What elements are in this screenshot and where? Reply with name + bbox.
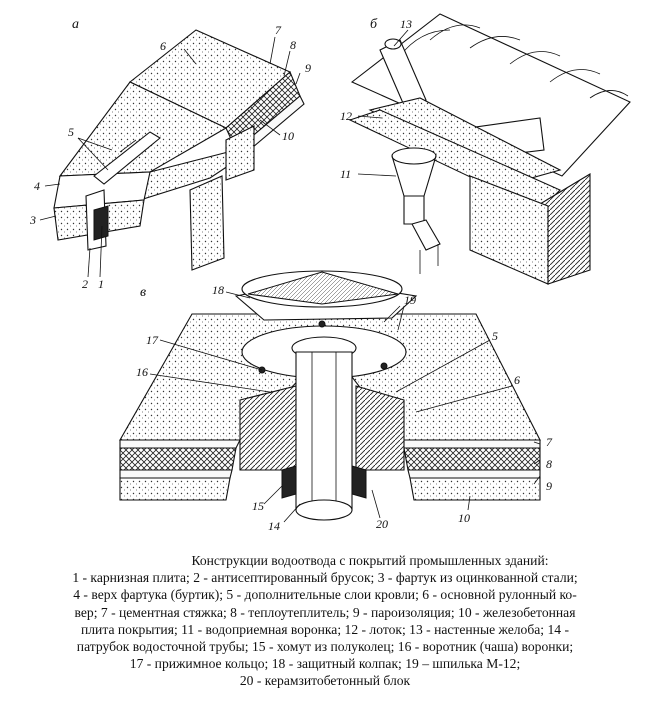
label-7c: 7 [546, 435, 553, 449]
label-2a: 2 [82, 277, 88, 291]
section-a-letter: а [72, 17, 79, 32]
label-3a: 3 [29, 213, 36, 227]
label-16c: 16 [136, 365, 148, 379]
section-c-letter: в [140, 285, 146, 300]
section-b-letter: б [370, 17, 378, 32]
label-9a: 9 [305, 61, 311, 75]
label-20c: 20 [376, 517, 388, 531]
label-1a: 1 [98, 277, 104, 291]
section-b-gutter-drawing [348, 13, 631, 285]
section-c-leaders [149, 291, 541, 523]
label-18c: 18 [212, 283, 224, 297]
label-13b: 13 [400, 17, 412, 31]
label-4a: 4 [34, 179, 40, 193]
label-6a: 6 [160, 39, 166, 53]
label-8c: 8 [546, 457, 552, 471]
section-a-eaves-drawing [53, 29, 305, 271]
section-c-funnel-drawing [119, 270, 541, 521]
label-5c: 5 [492, 329, 498, 343]
caption-line: вер; 7 - цементная стяжка; 8 - теплоутеп… [74, 604, 576, 620]
figure-caption: Конструкции водоотвода с покрытий промыш… [0, 552, 650, 690]
label-17c: 17 [146, 333, 159, 347]
label-8a: 8 [290, 38, 296, 52]
caption-line: 1 - карнизная плита; 2 - антисептированн… [72, 570, 578, 586]
caption-line: 4 - верх фартука (буртик); 5 - дополните… [73, 587, 577, 603]
label-10c: 10 [458, 511, 470, 525]
caption-line: патрубок водосточной трубы; 15 - хомут и… [76, 639, 574, 655]
label-14c: 14 [268, 519, 280, 533]
label-19c: 19 [404, 293, 416, 307]
label-9c: 9 [546, 479, 552, 493]
label-10a: 10 [282, 129, 294, 143]
caption-line: 17 - прижимное кольцо; 18 - защитный кол… [129, 656, 521, 672]
label-5a: 5 [68, 125, 74, 139]
label-11b: 11 [340, 167, 351, 181]
section-b-leaders [357, 29, 409, 177]
caption-line: 20 - керамзитобетонный блок [239, 673, 411, 689]
caption-line: плита покрытия; 11 - водоприемная воронк… [81, 621, 569, 637]
drainage-construction-figure: а 6 7 8 9 10 5 4 3 2 1 [29, 13, 631, 533]
label-6c: 6 [514, 373, 520, 387]
caption-title: Конструкции водоотвода с покрытий промыш… [191, 553, 549, 568]
label-12b: 12 [340, 109, 352, 123]
section-a-leaders [39, 36, 301, 278]
label-15c: 15 [252, 499, 264, 513]
label-7a: 7 [275, 23, 282, 37]
